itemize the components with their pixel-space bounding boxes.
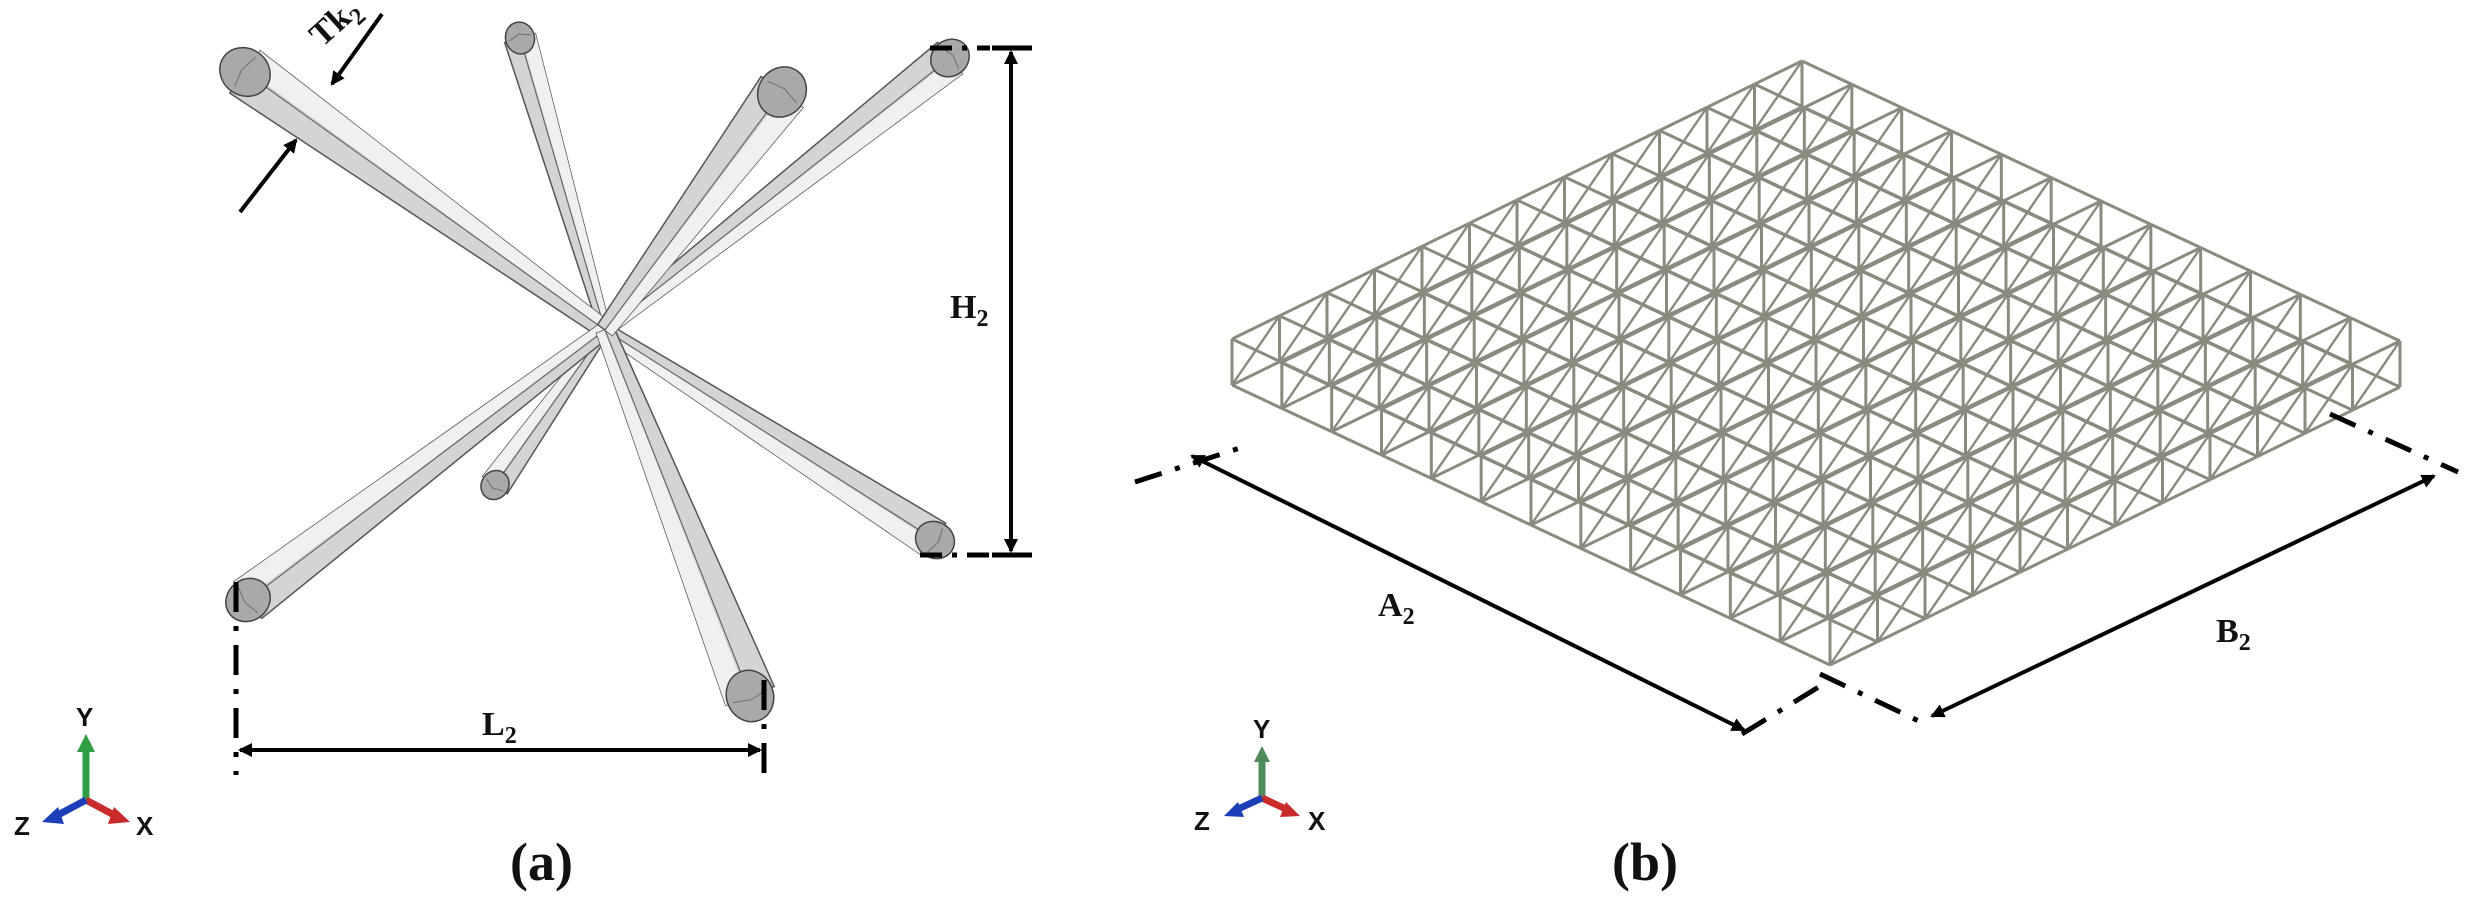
lattice-node bbox=[2206, 362, 2259, 458]
lattice-structure bbox=[1230, 59, 2402, 667]
lattice-node bbox=[1828, 594, 1879, 667]
lattice-node bbox=[1728, 547, 1781, 644]
z-axis-label: Z bbox=[14, 811, 30, 841]
z-axis-head-icon bbox=[42, 807, 64, 824]
lattice-node bbox=[2253, 339, 2306, 435]
dimension-a: A2 bbox=[1134, 445, 1832, 737]
a-label: A2 bbox=[1378, 587, 1415, 630]
axis-triad-a: Y Z X bbox=[14, 702, 154, 841]
strut-back-right-up bbox=[599, 38, 971, 337]
lattice-node bbox=[1479, 431, 1532, 527]
lattice-node bbox=[1380, 384, 1432, 480]
z-axis-label: Z bbox=[1194, 806, 1210, 836]
lattice-node bbox=[1529, 454, 1582, 550]
strut-front-top bbox=[596, 66, 808, 337]
lattice-node bbox=[2256, 385, 2306, 458]
lattice-node bbox=[1968, 478, 2021, 574]
lattice-node bbox=[1873, 524, 1926, 621]
z-axis-arrow-icon bbox=[54, 796, 88, 820]
b-guide-left bbox=[1818, 671, 1927, 727]
lattice-node bbox=[2111, 408, 2164, 505]
lattice-node bbox=[1330, 361, 1383, 457]
dimension-b: B2 bbox=[1818, 411, 2460, 727]
strut-left-lower bbox=[225, 322, 611, 623]
tk-label: Tk2 bbox=[303, 0, 372, 58]
y-axis-label: Y bbox=[1253, 714, 1270, 744]
z-axis-head-icon bbox=[1224, 802, 1244, 817]
dimension-l: L2 bbox=[233, 582, 767, 775]
strut-back-left-down bbox=[480, 325, 611, 501]
panel-b-label: (b) bbox=[1612, 832, 1678, 892]
b-label: B2 bbox=[2216, 613, 2251, 656]
lattice-node bbox=[2158, 385, 2211, 482]
lattice-node bbox=[1230, 314, 1283, 410]
a-guide-right bbox=[1740, 677, 1832, 737]
a-arrow bbox=[1190, 454, 1746, 732]
x-axis-head-icon bbox=[1280, 802, 1300, 817]
strut-left-upper bbox=[219, 46, 612, 339]
lattice-node bbox=[2303, 362, 2354, 435]
lattice-node bbox=[2351, 339, 2401, 412]
lattice-node bbox=[1579, 477, 1632, 574]
x-axis-label: X bbox=[1308, 806, 1326, 836]
tk-arrow-upper bbox=[330, 12, 384, 86]
l-label: L2 bbox=[482, 706, 517, 749]
panel-b: A2 B2 Y Z X (b) bbox=[1134, 59, 2460, 892]
panel-a-label: (a) bbox=[510, 832, 573, 892]
lattice-node bbox=[1629, 501, 1682, 597]
x-axis-arrow-icon bbox=[84, 796, 118, 820]
dimension-h: H2 bbox=[920, 45, 1032, 558]
unit-cell-struts bbox=[219, 21, 971, 723]
lattice-node bbox=[1876, 571, 1926, 644]
lattice-node bbox=[1429, 407, 1482, 504]
b-guide-right bbox=[2328, 411, 2460, 475]
y-axis-label: Y bbox=[76, 702, 93, 732]
lattice-node bbox=[1826, 547, 1879, 644]
h-label: H2 bbox=[950, 289, 988, 332]
lattice-node bbox=[1778, 571, 1831, 667]
tk-arrow-lower bbox=[238, 138, 298, 214]
panel-a: Tk2 H2 L2 Y Z X bbox=[14, 0, 1032, 892]
lattice-node bbox=[1921, 501, 1974, 597]
strut-back-top bbox=[503, 21, 612, 333]
lattice-node bbox=[2016, 455, 2069, 551]
b-arrow bbox=[1930, 474, 2436, 718]
a-guide-left bbox=[1134, 445, 1241, 485]
lattice-node bbox=[2301, 316, 2354, 412]
x-axis-label: X bbox=[136, 811, 154, 841]
y-axis-head-icon bbox=[77, 734, 95, 752]
lattice-node bbox=[1679, 524, 1731, 620]
lattice-node bbox=[1280, 337, 1333, 434]
lattice-node bbox=[2063, 432, 2116, 528]
x-axis-head-icon bbox=[108, 807, 130, 824]
y-axis-head-icon bbox=[1254, 746, 1270, 762]
axis-triad-b: Y Z X bbox=[1194, 714, 1326, 836]
